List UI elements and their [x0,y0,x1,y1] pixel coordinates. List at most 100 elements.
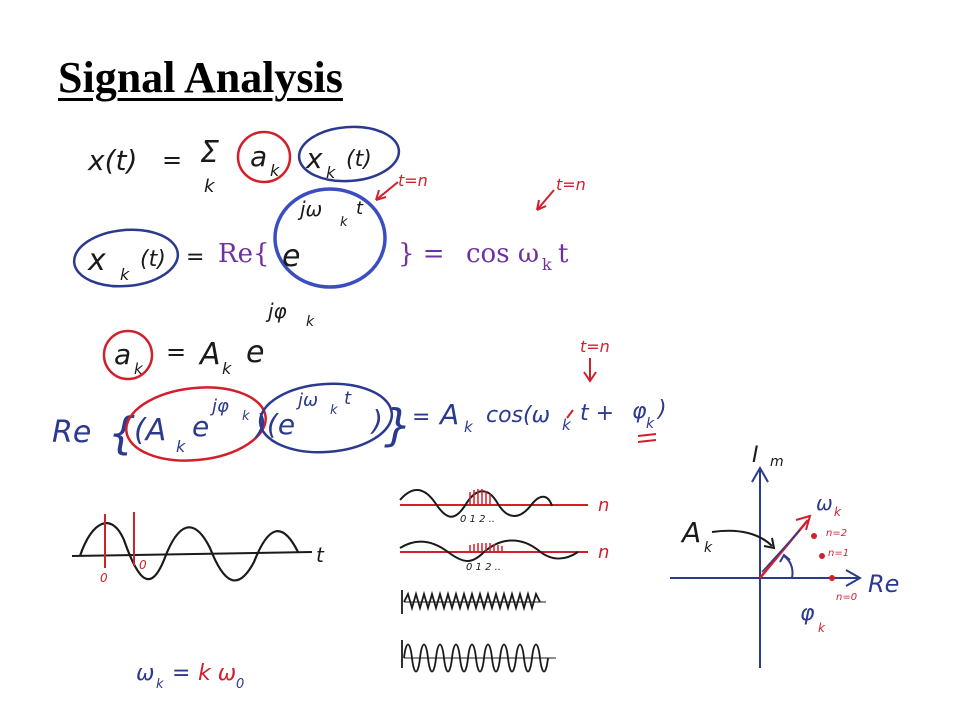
sampled-1-axis-label: n [598,495,609,516]
basis-rhs-sub: k [542,255,552,274]
product-rhs-phi-sub: k [646,416,655,432]
product-right-paren: )(e [254,408,295,441]
right-factor-circle-blue [258,382,394,454]
product-left-sub: k [176,437,186,456]
coef-amp: A [198,337,221,372]
cosine-zero-1: 0 [100,571,108,585]
basis-rhs: cos ω [466,239,539,269]
product-right-close: ) [370,404,383,437]
product-left-exponent-sub: k [242,409,250,424]
real-axis-arrow-icon [845,569,863,587]
amp-pointer-arrow [711,529,773,547]
product-rhs-cos: cos(ω [486,403,550,428]
sampled-1-wave [399,489,553,518]
product-rhs-amp: A [438,398,459,431]
harmonic-lhs-sub: k [156,677,164,692]
product-close-brace: } [384,400,412,451]
arrow-icon [536,189,555,211]
product-re: Re [52,415,91,450]
basis-exponent: jω [297,197,322,221]
sum-lhs: x(t) [87,144,137,177]
real-label: Re [868,570,899,598]
sum-coef-sub: k [270,161,280,180]
coef-circle-red [236,130,292,184]
imag-axis-arrow-icon [751,465,769,483]
product-rhs-phi: φ [632,399,647,424]
omega-label: ω [816,491,833,515]
coef-exp-base: e [246,335,264,370]
basis-lhs-sub: k [120,265,130,284]
svg-text:t=n: t=n [556,175,586,194]
phi-label-sub: k [818,621,826,635]
product-equals: = [412,405,430,430]
sampled-2-ticks: 0 1 2 .. [466,562,501,573]
emphasis-underline [637,433,657,443]
phi-label: φ [800,601,815,626]
sample-label-n2: n=2 [826,528,847,539]
sampled-2-stems [469,543,503,552]
sampled-2-wave [399,539,579,562]
coef-amp-sub: k [222,359,232,378]
product-left-exp-base: e [192,410,209,443]
product-right-exponent-sub: k [330,403,338,418]
amp-label-sub: k [704,540,713,556]
cosine-zero-2: 0 [139,558,147,572]
harmonic-equals: = [172,661,190,686]
sampled-2-axis-label: n [598,542,609,563]
cosine-axis-label: t [316,543,325,567]
product-right-exponent-t: t [344,388,352,409]
sampled-1-ticks: 0 1 2 .. [460,514,495,525]
sampled-signal-1: n 0 1 2 .. [399,489,609,525]
coef-equals: = [166,338,186,366]
amp-label: A [680,516,701,549]
basis-re-close: } = [398,239,445,269]
exp-circle-blue [273,187,387,289]
phasor-arrow-icon [795,514,812,531]
basis-lhs: x [87,243,106,278]
sampled-1-stems [469,489,491,505]
basis-rhs-t: t [558,239,569,269]
coef-lhs-circle-red [102,329,154,381]
coef-exponent-sub: k [306,314,315,330]
sampled-signal-2: n 0 1 2 .. [399,539,609,573]
high-frequency-waves [401,590,556,673]
sum-basis-sub: k [326,163,336,182]
sum-basis-arg: (t) [346,147,372,172]
sum-coef: a [250,140,267,173]
annotation-t-eq-n-2: t=n [536,175,586,211]
basis-equals: = [186,245,204,270]
product-rhs-amp-sub: k [464,418,474,436]
basis-circle-blue [297,125,401,183]
arrow-icon [375,181,399,201]
cosine-axis [71,551,313,557]
omega-label-sub: k [834,505,842,519]
basis-exp-base: e [282,239,300,274]
coef-lhs: a [114,338,131,371]
basis-re-open: Re{ [218,239,270,269]
equation-sum: x(t) = Σ k a k x k (t) [87,135,372,197]
basis-exponent-sub: k [340,215,348,230]
annotation-t-eq-n-1: t=n [375,171,428,201]
sum-equals: = [162,146,182,174]
product-rhs-cos-sub: k [562,416,572,434]
phasor-sample-n0 [829,575,835,581]
basis-lhs-circle-blue [72,228,180,288]
sample-label-n1: n=1 [828,548,849,559]
harmonic-note: ω k = k ω 0 [136,661,244,692]
annotation-t-eq-n-3: t=n [580,337,610,383]
product-right-exponent: jω [295,390,318,411]
harmonic-rhs-sub: 0 [236,677,244,692]
basis-lhs-arg: (t) [140,247,166,272]
high-freq-wave-1 [403,590,541,612]
sum-basis: x [305,142,323,175]
phasor-vector [759,519,809,579]
svg-text:t=n: t=n [580,337,610,356]
coef-exponent: jφ [265,299,287,323]
equation-basis: x k (t) = Re{ e jω k t } = cos ω k t [72,187,569,289]
phasor-sample-n2 [811,533,817,539]
equation-product: Re { (A k e jφ k )(e jω k t ) } = A k co… [52,382,667,462]
basis-exponent-t: t [356,198,364,219]
product-rhs-close: ) [656,397,667,422]
